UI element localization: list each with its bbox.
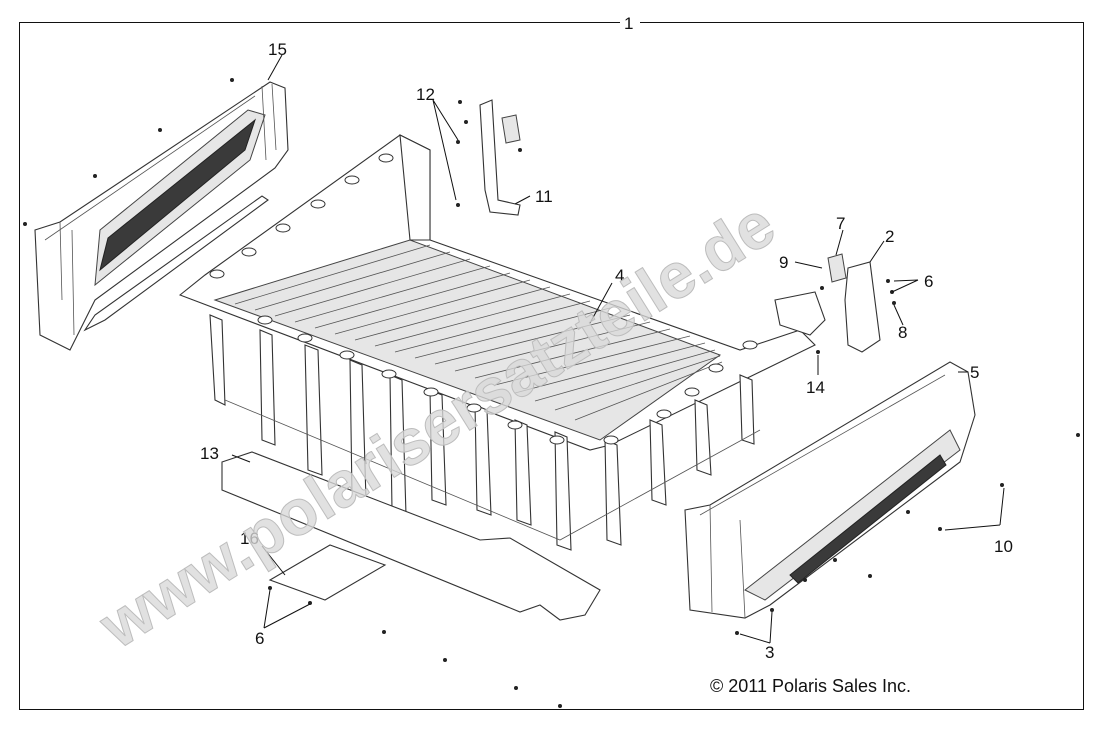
callout-7: 7 — [836, 214, 845, 233]
bracket-part-2 — [827, 253, 881, 353]
callout-16: 16 — [240, 529, 259, 548]
callout-5: 5 — [970, 363, 979, 382]
callout-9: 9 — [779, 253, 788, 272]
callout-12: 12 — [416, 85, 435, 104]
diagram-frame — [19, 22, 1084, 710]
callout-11: 11 — [535, 187, 553, 206]
callout-4: 4 — [615, 266, 624, 285]
callout-8: 8 — [898, 323, 907, 342]
skid-plate-part — [221, 451, 601, 621]
callout-1: 1 — [624, 14, 633, 33]
callout-3: 3 — [765, 643, 774, 662]
callout-15: 15 — [268, 40, 287, 59]
tailgate-part — [684, 361, 976, 619]
bracket-part-11 — [479, 99, 521, 216]
pad-part — [268, 544, 387, 601]
callout-2: 2 — [885, 227, 894, 246]
callout-10: 10 — [994, 537, 1013, 556]
cargo-box-part — [178, 134, 826, 551]
callout-6-left: 6 — [255, 629, 264, 648]
callout-13: 13 — [200, 444, 219, 463]
copyright-text: © 2011 Polaris Sales Inc. — [710, 676, 911, 696]
callout-14: 14 — [806, 378, 825, 397]
front-panel-part — [34, 81, 289, 351]
callout-6-right: 6 — [924, 272, 933, 291]
